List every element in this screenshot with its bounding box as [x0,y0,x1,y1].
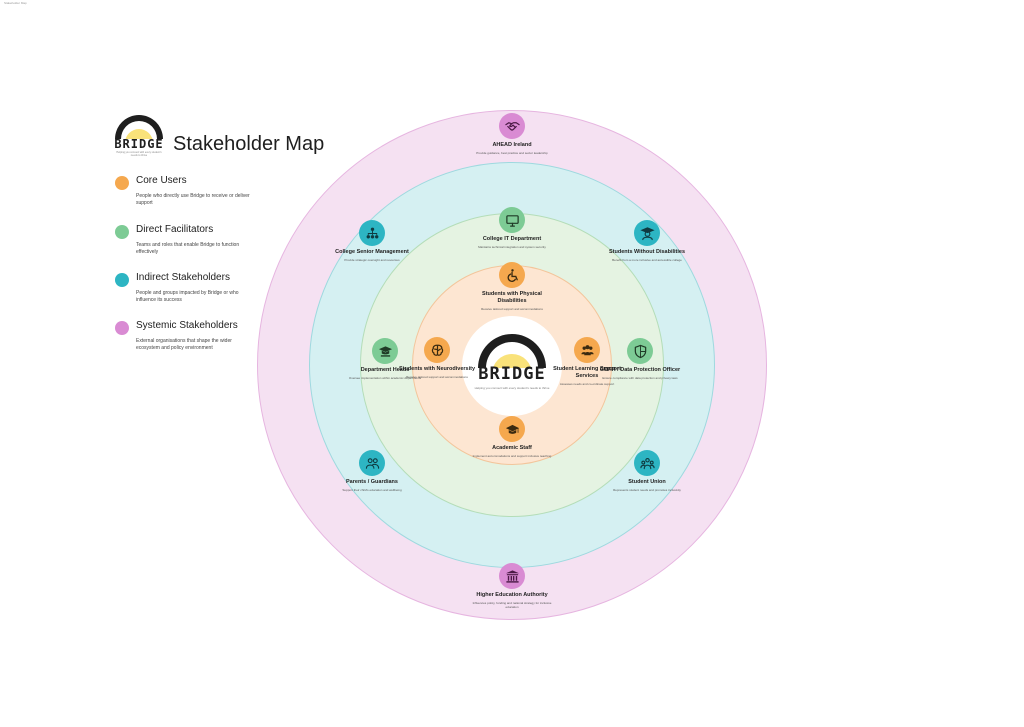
government-building-icon [499,563,525,589]
node-description: Represents student needs and promotes in… [613,488,681,492]
node-name: Department Heads [360,367,410,373]
node-description: Influences policy, funding and national … [472,601,552,609]
brain-icon [424,337,450,363]
node-description: Ensure compliance with data protection a… [602,376,678,380]
legend-dot-systemic [115,321,129,335]
node-department-heads: Department Heads Oversee implementation … [340,338,430,380]
legend-description: Teams and roles that enable Bridge to fu… [136,242,240,255]
node-name: Student Union [628,479,666,485]
parents-icon [359,450,385,476]
center-tagline: Helping you connect with every student's… [474,386,550,390]
node-name: College Senior Management [335,249,409,255]
node-academic-staff: Academic Staff Implement accommodations … [467,416,557,458]
diploma-icon [372,338,398,364]
graduation-cap-icon [499,416,525,442]
node-description: Oversee implementation within academic d… [348,376,422,380]
wheelchair-icon [499,262,525,288]
legend-description: External organisations that shape the wi… [136,338,232,351]
legend-label: Direct Facilitators [136,224,214,235]
node-parents-guardians: Parents / Guardians Support their child'… [327,450,417,492]
handshake-icon [499,113,525,139]
node-name: Parents / Guardians [346,479,398,485]
node-gdpr-data-protection: GDPR / Data Protection Officer Ensure co… [595,338,685,380]
group-icon [574,337,600,363]
node-description: Implement accommodations and support inc… [472,454,552,458]
legend-dot-direct [115,225,129,239]
node-name: College IT Department [482,236,542,242]
node-name: Academic Staff [492,445,532,451]
node-description: Support their child's education and well… [342,488,402,492]
bridge-center: BRIDGE Helping you connect with every st… [462,316,562,416]
node-students-neurodiversity: Students with Neurodiversity Receive tai… [392,337,482,379]
union-icon [634,450,660,476]
legend-dot-core [115,176,129,190]
node-description: Receive tailored support and accommodati… [406,375,468,379]
node-ahead-ireland: AHEAD Ireland Provide guidance, best pra… [467,113,557,155]
legend-description: People who directly use Bridge to receiv… [136,193,250,206]
node-name: Students with Physical Disabilities [482,291,542,304]
node-name: GDPR / Data Protection Officer [599,367,681,373]
node-higher-education-authority: Higher Education Authority Influences po… [467,563,557,609]
node-description: Receive tailored support and accommodati… [481,307,543,311]
node-students-without-disabilities: Students Without Disabilities Benefit fr… [602,220,692,262]
node-college-it-department: College IT Department Maintains technica… [467,207,557,249]
legend-dot-indirect [115,273,129,287]
node-student-learning-support: Student Learning Support Services Assess… [542,337,632,386]
bridge-logo [115,115,163,139]
node-name: Higher Education Authority [476,592,548,598]
bridge-logo [478,334,546,368]
node-name: Students Without Disabilities [608,249,686,255]
legend-label: Core Users [136,175,187,186]
node-students-physical-disabilities: Students with Physical Disabilities Rece… [467,262,557,311]
legend-label: Indirect Stakeholders [136,272,230,283]
node-description: Maintains technical integration and syst… [478,245,546,249]
node-student-union: Student Union Represents student needs a… [602,450,692,492]
legend-label: Systemic Stakeholders [136,320,238,331]
org-chart-icon [359,220,385,246]
corner-caption: Stakeholder Map [4,1,27,5]
logo-wordmark: BRIDGE [114,137,164,151]
student-icon [634,220,660,246]
node-name: Student Learning Support Services [553,366,621,379]
node-name: Students with Neurodiversity [398,366,476,372]
node-description: Assesses needs and co-ordinate support [559,382,615,386]
shield-icon [627,338,653,364]
center-wordmark: BRIDGE [478,364,546,384]
logo-tagline: Helping you connect with every student's… [116,151,162,157]
page-title: Stakeholder Map [173,133,325,155]
node-description: Provide strategic oversight and resource… [344,258,400,262]
legend-description: People and groups impacted by Bridge or … [136,290,239,303]
monitor-icon [499,207,525,233]
node-name: AHEAD Ireland [492,142,532,148]
node-description: Benefit from a more inclusive and access… [612,258,682,262]
node-college-senior-management: College Senior Management Provide strate… [327,220,417,262]
node-description: Provide guidance, best practice and sect… [476,151,548,155]
